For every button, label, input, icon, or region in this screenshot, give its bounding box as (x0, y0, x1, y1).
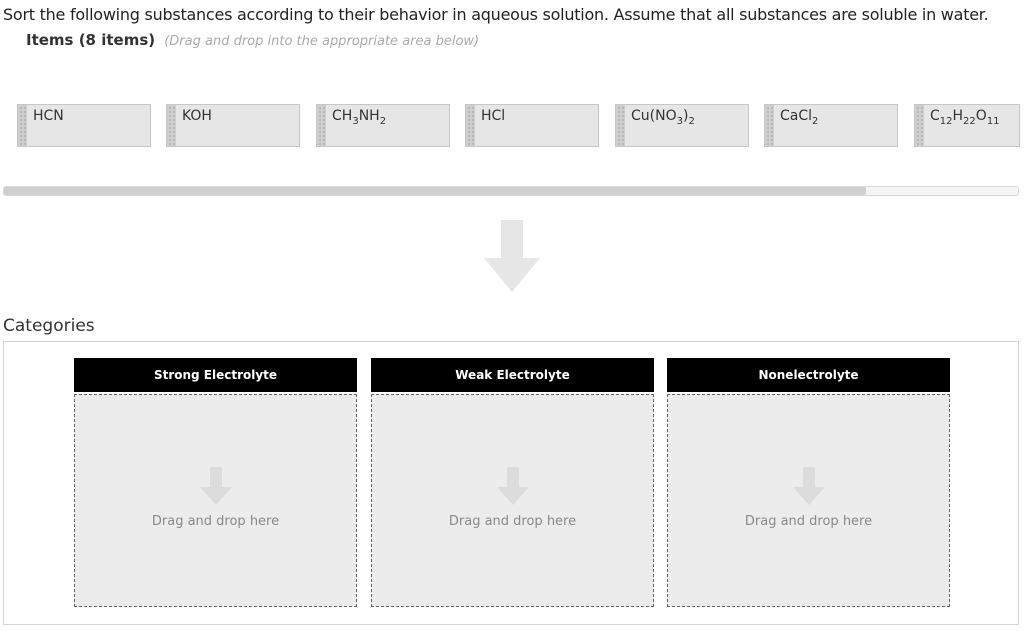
category-strong-electrolyte: Strong Electrolyte Drag and drop here (74, 358, 357, 607)
draggable-item[interactable]: C12H22O11 (914, 104, 1020, 147)
items-header: Items (8 items) (Drag and drop into the … (26, 30, 479, 49)
items-hint: (Drag and drop into the appropriate area… (164, 34, 480, 49)
subscript: 12 (939, 115, 953, 127)
items-title: Items (8 items) (26, 31, 156, 49)
drop-zone-text: Drag and drop here (151, 514, 280, 529)
subscript: 2 (688, 115, 695, 127)
subscript: 3 (676, 115, 683, 127)
down-arrow-icon (484, 220, 540, 296)
instruction-text: Sort the following substances according … (3, 5, 989, 24)
down-arrow-icon (200, 467, 232, 509)
drop-zone[interactable]: Drag and drop here (371, 394, 654, 607)
category-header: Weak Electrolyte (371, 358, 654, 392)
drop-zone[interactable]: Drag and drop here (667, 394, 950, 607)
category-header: Nonelectrolyte (667, 358, 950, 392)
category-nonelectrolyte: Nonelectrolyte Drag and drop here (667, 358, 950, 607)
categories-title: Categories (3, 316, 95, 336)
draggable-item[interactable]: KOH (166, 104, 300, 147)
down-arrow-icon (793, 467, 825, 509)
drop-zone-text: Drag and drop here (744, 514, 873, 529)
draggable-item[interactable]: CaCl2 (764, 104, 898, 147)
item-label: HCN (33, 108, 64, 124)
drop-zone-text: Drag and drop here (448, 514, 577, 529)
draggable-item[interactable]: CH3NH2 (316, 104, 450, 147)
subscript: 22 (963, 115, 976, 127)
grip-handle-icon[interactable] (167, 105, 176, 146)
item-label: KOH (182, 108, 212, 124)
subscript: 3 (352, 115, 359, 127)
category-header: Strong Electrolyte (74, 358, 357, 392)
item-label: C12H22O11 (930, 108, 1000, 127)
draggable-item[interactable]: Cu(NO3)2 (615, 104, 749, 147)
grip-handle-icon[interactable] (915, 105, 924, 146)
items-scrollbar[interactable] (3, 186, 1019, 196)
item-label: CH3NH2 (332, 108, 387, 127)
grip-handle-icon[interactable] (317, 105, 326, 146)
drop-zone[interactable]: Drag and drop here (74, 394, 357, 607)
draggable-item[interactable]: HCN (17, 104, 151, 147)
down-arrow-icon (497, 467, 529, 509)
draggable-item[interactable]: HCl (465, 104, 599, 147)
item-label: CaCl2 (780, 108, 819, 127)
grip-handle-icon[interactable] (466, 105, 475, 146)
category-weak-electrolyte: Weak Electrolyte Drag and drop here (371, 358, 654, 607)
grip-handle-icon[interactable] (18, 105, 27, 146)
subscript: 2 (812, 115, 819, 127)
item-label: Cu(NO3)2 (631, 108, 695, 127)
grip-handle-icon[interactable] (765, 105, 774, 146)
grip-handle-icon[interactable] (616, 105, 625, 146)
subscript: 2 (379, 115, 387, 127)
item-label: HCl (481, 108, 506, 124)
scrollbar-thumb[interactable] (4, 187, 866, 195)
subscript: 11 (986, 115, 1000, 127)
categories-panel: Strong Electrolyte Drag and drop here We… (3, 341, 1019, 625)
